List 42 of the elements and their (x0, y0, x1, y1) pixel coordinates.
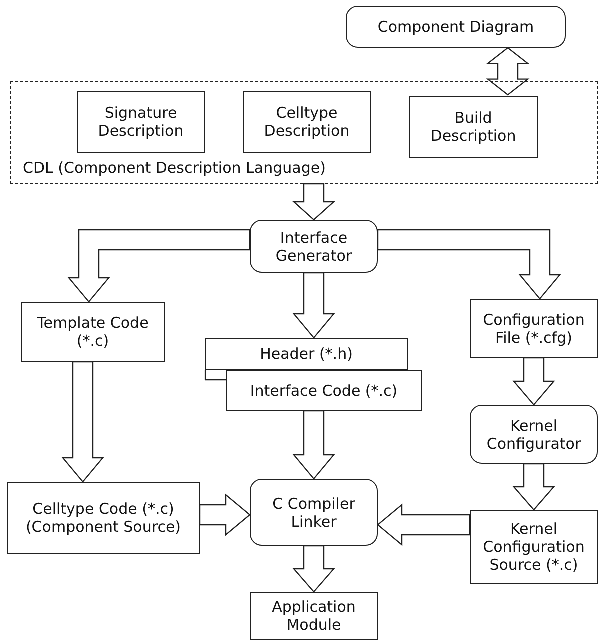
block-arrow (486, 47, 530, 96)
block-arrow (512, 357, 556, 406)
box-label: Interface Generator (274, 228, 354, 264)
block-arrow (292, 410, 336, 480)
block-arrow (68, 229, 251, 303)
box-label: C Compiler Linker (272, 494, 356, 530)
process-box (7, 482, 200, 554)
block-arrow (199, 494, 251, 536)
box-label: Build Description (430, 109, 518, 145)
box-label: Kernel Configuration Source (*.c) (482, 520, 586, 574)
block-arrow (512, 463, 556, 511)
dashed-group-frame (10, 81, 598, 184)
rounded-process-box (470, 405, 598, 464)
box-label: Interface Code (*.c) (250, 382, 398, 400)
process-box (243, 91, 371, 153)
block-arrow (62, 361, 104, 483)
process-box (409, 96, 538, 158)
box-label: Celltype Code (*.c) (Component Source) (24, 500, 182, 536)
box-label: Celltype Description (263, 104, 351, 140)
process-box (470, 510, 598, 584)
process-box (21, 302, 165, 362)
box-label: Kernel Configurator (486, 416, 582, 452)
block-arrow (377, 229, 562, 300)
process-box (470, 299, 598, 358)
process-box (250, 592, 378, 640)
box-label: Application Module (271, 598, 357, 634)
file-box (205, 338, 408, 370)
process-box (77, 91, 205, 153)
box-label: Signature Description (97, 104, 185, 140)
rounded-process-box (250, 479, 378, 546)
box-label: Header (*.h) (260, 345, 353, 363)
box-label: Template Code (*.c) (36, 314, 150, 350)
block-arrow (292, 183, 336, 221)
rounded-process-box (346, 6, 566, 48)
rounded-process-box (250, 220, 378, 273)
block-arrow (292, 272, 336, 339)
box-label: Configuration File (*.cfg) (482, 310, 586, 346)
box-label: Component Diagram (378, 18, 534, 36)
process-box (226, 370, 422, 411)
block-arrow (377, 504, 471, 546)
group-label: CDL (Component Description Language) (23, 159, 326, 177)
block-arrow (292, 545, 336, 593)
